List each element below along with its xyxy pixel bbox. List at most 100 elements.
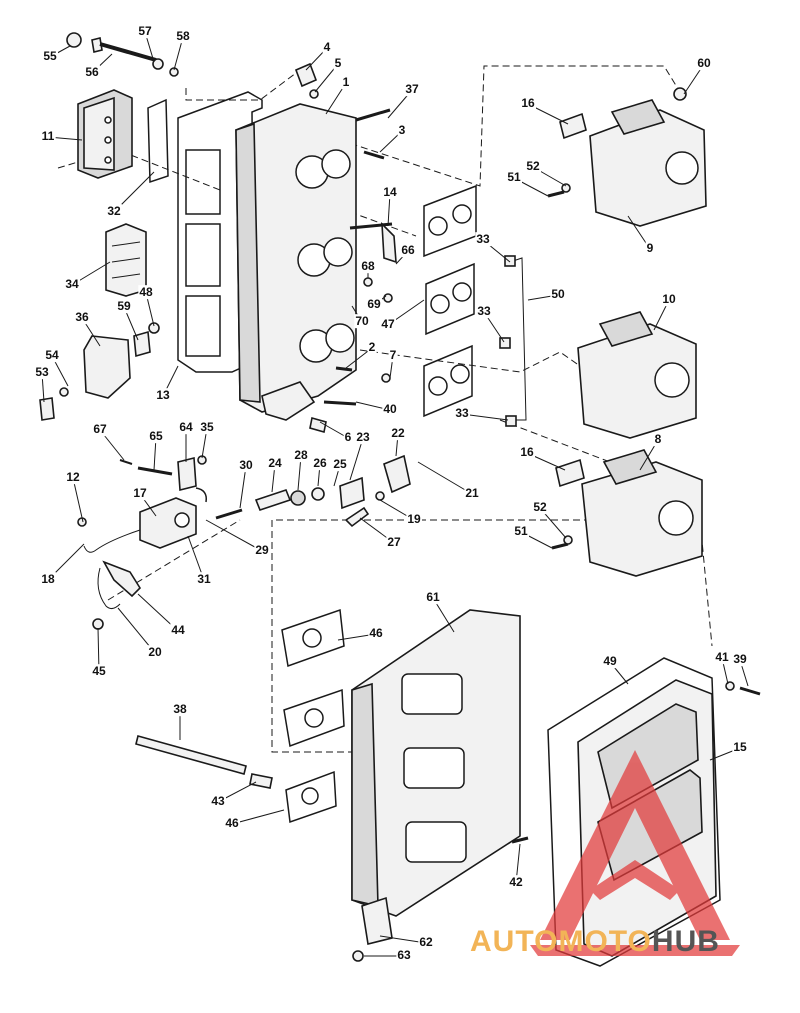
callout-backing bbox=[322, 40, 332, 55]
callout-backing bbox=[138, 285, 154, 300]
callout-c30: 30 bbox=[239, 458, 253, 472]
callout-c31: 31 bbox=[197, 572, 211, 586]
callout-backing bbox=[106, 204, 122, 219]
callout-c59: 59 bbox=[117, 299, 131, 313]
callout-backing bbox=[367, 340, 377, 355]
callout-labels: 1234567891011121314151616171819202122232… bbox=[34, 24, 748, 963]
callout-c51: 51 bbox=[507, 170, 521, 184]
callout-c2: 2 bbox=[369, 340, 376, 354]
callout-c14: 14 bbox=[383, 185, 397, 199]
callout-backing bbox=[400, 243, 416, 258]
callout-c16b: 16 bbox=[520, 445, 534, 459]
callout-c11: 11 bbox=[42, 129, 55, 143]
leader-c21 bbox=[417, 461, 473, 495]
callout-backing bbox=[550, 287, 566, 302]
callout-backing bbox=[92, 422, 108, 437]
callout-c61: 61 bbox=[426, 590, 440, 604]
callout-backing bbox=[172, 702, 188, 717]
callout-c57: 57 bbox=[138, 24, 152, 38]
callout-backing bbox=[360, 259, 376, 274]
callout-c33: 33 bbox=[476, 232, 490, 246]
callout-c18: 18 bbox=[41, 572, 55, 586]
callout-backing bbox=[40, 129, 56, 144]
callout-c55: 55 bbox=[43, 49, 57, 63]
callout-c19: 19 bbox=[407, 512, 421, 526]
callout-c60: 60 bbox=[697, 56, 711, 70]
callout-c64: 64 bbox=[179, 420, 193, 434]
shaft-38 bbox=[135, 735, 273, 789]
callout-backing bbox=[390, 426, 406, 441]
callout-c46b: 46 bbox=[225, 816, 239, 830]
callout-c41: 41 bbox=[715, 650, 729, 664]
leader-c6 bbox=[319, 421, 349, 439]
leader-c23 bbox=[349, 437, 364, 481]
callout-c25: 25 bbox=[333, 457, 347, 471]
callout-backing bbox=[224, 816, 240, 831]
callout-c17: 17 bbox=[133, 486, 147, 500]
callout-backing bbox=[368, 626, 384, 641]
callout-backing bbox=[44, 348, 60, 363]
adapter-plate-61 bbox=[351, 609, 529, 962]
callout-c9: 9 bbox=[647, 241, 654, 255]
callout-c46: 46 bbox=[369, 626, 383, 640]
callout-backing bbox=[267, 456, 283, 471]
callout-backing bbox=[137, 24, 153, 39]
callout-c20: 20 bbox=[148, 645, 162, 659]
callout-c6: 6 bbox=[345, 430, 352, 444]
callout-c24: 24 bbox=[268, 456, 282, 470]
callout-c34: 34 bbox=[65, 277, 79, 291]
callout-backing bbox=[65, 470, 81, 485]
callout-backing bbox=[333, 56, 343, 71]
callout-backing bbox=[714, 650, 730, 665]
callout-c47: 47 bbox=[381, 317, 395, 331]
callout-backing bbox=[520, 96, 536, 111]
callout-backing bbox=[178, 420, 194, 435]
callout-c3: 3 bbox=[399, 123, 406, 137]
callout-backing bbox=[84, 65, 100, 80]
callout-backing bbox=[116, 299, 132, 314]
callout-c62: 62 bbox=[419, 935, 433, 949]
callout-backing bbox=[525, 159, 541, 174]
callout-backing bbox=[476, 304, 492, 319]
manifold-fasteners bbox=[294, 62, 397, 434]
automotohub-logo bbox=[530, 750, 740, 956]
callout-backing bbox=[34, 365, 50, 380]
callout-backing bbox=[196, 572, 212, 587]
carburetor-8 bbox=[551, 449, 703, 577]
carburetor-10 bbox=[577, 311, 697, 439]
callout-backing bbox=[170, 623, 186, 638]
reed-gasket-32 bbox=[147, 98, 169, 184]
callout-backing bbox=[366, 297, 382, 312]
callout-c26: 26 bbox=[313, 456, 327, 470]
leader-c30 bbox=[239, 465, 247, 509]
callout-c8: 8 bbox=[655, 432, 662, 446]
callout-backing bbox=[74, 310, 90, 325]
logo-inner-stripes bbox=[590, 860, 680, 900]
logo-base-bar bbox=[530, 945, 740, 956]
callout-c5: 5 bbox=[335, 56, 342, 70]
callout-backing bbox=[454, 406, 470, 421]
callout-backing bbox=[406, 512, 422, 527]
logo-text-hub: HUB bbox=[651, 925, 720, 958]
bolt-56 bbox=[66, 32, 179, 77]
callout-backing bbox=[396, 948, 412, 963]
callout-backing bbox=[519, 445, 535, 460]
callout-c50: 50 bbox=[551, 287, 565, 301]
callout-backing bbox=[132, 486, 148, 501]
callout-c63: 63 bbox=[397, 948, 411, 962]
callout-c1: 1 bbox=[343, 75, 350, 89]
callout-c35: 35 bbox=[200, 420, 214, 434]
callout-backing bbox=[532, 500, 548, 515]
callout-c69: 69 bbox=[367, 297, 381, 311]
leader-c12 bbox=[72, 477, 84, 523]
callout-backing bbox=[418, 935, 434, 950]
callout-c33b: 33 bbox=[477, 304, 491, 318]
fastener-59-48 bbox=[133, 322, 160, 358]
callout-backing bbox=[732, 652, 748, 667]
callout-c29: 29 bbox=[255, 543, 269, 557]
callout-backing bbox=[155, 388, 171, 403]
callout-backing bbox=[653, 432, 663, 447]
callout-c66: 66 bbox=[401, 243, 415, 257]
callout-backing bbox=[343, 430, 353, 445]
